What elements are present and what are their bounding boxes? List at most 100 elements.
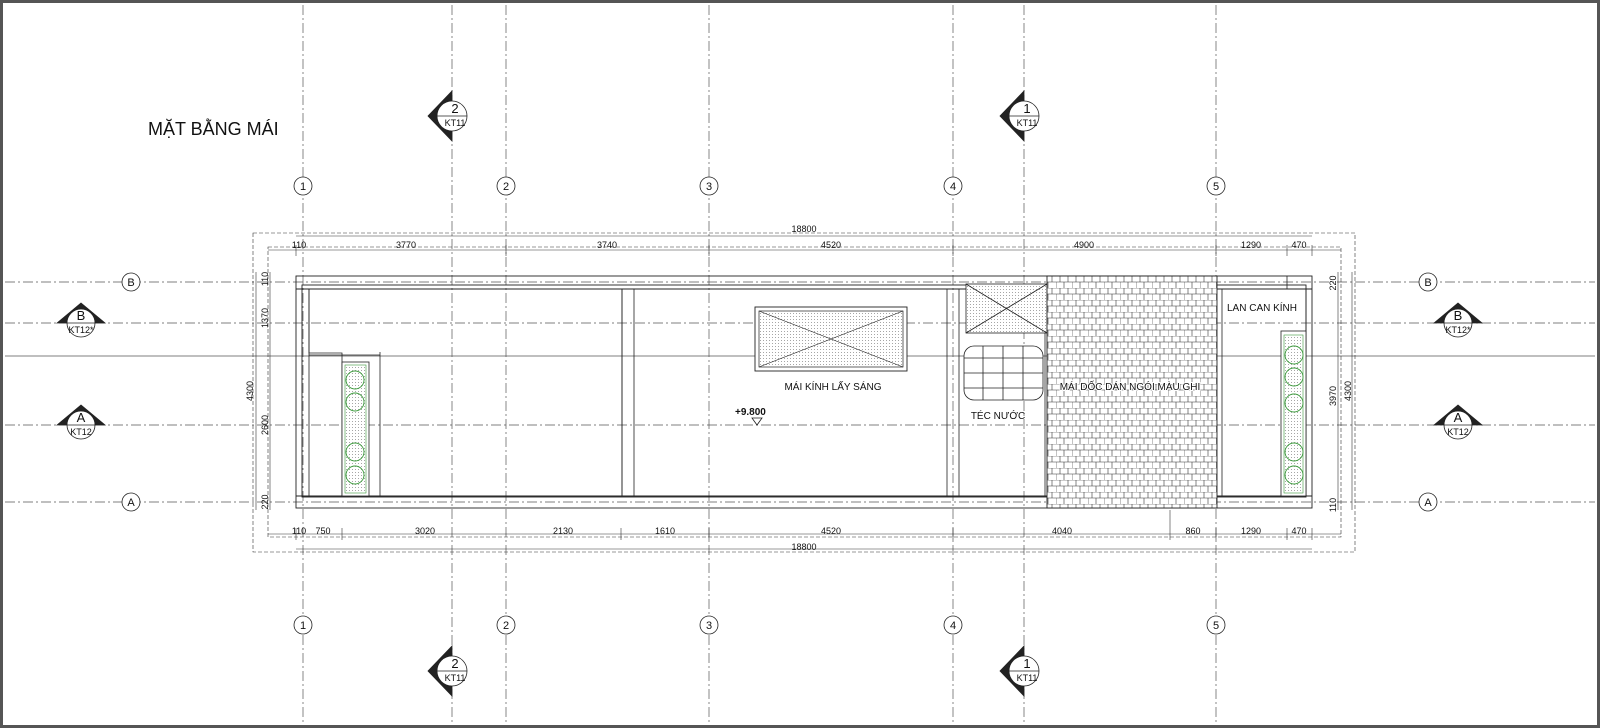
grid-bubbles-bottom: 1 2 3 4 5 bbox=[293, 615, 1226, 635]
section-number-1-top: 1 bbox=[1023, 101, 1030, 116]
dim-left-2: 2600 bbox=[260, 415, 270, 435]
dim-bottom-5: 4520 bbox=[821, 526, 841, 536]
elev-letter-B-left: B bbox=[77, 308, 86, 323]
skylight bbox=[754, 306, 908, 372]
dim-bottom-7: 860 bbox=[1185, 526, 1200, 536]
water-tank-label: TÉC NƯỚC bbox=[971, 409, 1025, 422]
water-tank-area bbox=[958, 283, 1048, 497]
dim-top-total: 18800 bbox=[791, 224, 816, 234]
dimension-frames bbox=[252, 232, 1356, 553]
grid-bubble-2-bottom bbox=[496, 615, 516, 635]
elev-sheet-A-right: KT12 bbox=[1447, 427, 1469, 437]
drawing-title: MẶT BẰNG MÁI bbox=[148, 118, 279, 139]
planter-right bbox=[1280, 330, 1307, 497]
dim-top-0: 110 bbox=[292, 240, 306, 250]
grid-bubble-B-left bbox=[121, 272, 141, 292]
dim-right-0: 220 bbox=[1328, 275, 1338, 290]
elevation-marker-texts: B KT12* A KT12 B KT12* A KT12 bbox=[68, 308, 1471, 437]
dim-right-1: 3970 bbox=[1328, 386, 1338, 406]
middle-room bbox=[621, 288, 948, 497]
dim-bottom-4: 1610 bbox=[655, 526, 675, 536]
section-markers bbox=[427, 90, 1040, 697]
grid-label-A-right: A bbox=[1424, 497, 1432, 509]
dim-left-0: 110 bbox=[260, 272, 270, 286]
grid-label-2-top: 2 bbox=[503, 181, 509, 193]
grid-bubble-5-bottom bbox=[1206, 615, 1226, 635]
grid-label-B-right: B bbox=[1424, 277, 1431, 289]
tile-roof bbox=[1046, 275, 1218, 509]
dim-left-3: 220 bbox=[260, 494, 270, 509]
elevation-markers bbox=[55, 302, 1484, 440]
grid-label-5-top: 5 bbox=[1213, 181, 1219, 193]
elevation-text: +9.800 bbox=[735, 407, 766, 418]
elev-letter-A-right: A bbox=[1454, 410, 1463, 425]
dim-right-2: 110 bbox=[1328, 498, 1338, 512]
grid-bubble-B-right bbox=[1418, 272, 1438, 292]
elevation-mark: +9.800 bbox=[735, 407, 766, 426]
grid-bubble-3-bottom bbox=[699, 615, 719, 635]
planter-left bbox=[341, 361, 370, 497]
section-sheet-2-bottom: KT11 bbox=[445, 673, 466, 683]
elev-letter-B-right: B bbox=[1454, 308, 1463, 323]
dimension-lines bbox=[255, 235, 1353, 550]
grid-bubble-1-top bbox=[293, 176, 313, 196]
grid-label-1-bottom: 1 bbox=[300, 620, 306, 632]
dimension-texts-bottom: 110 750 3020 2130 1610 4520 4040 860 129… bbox=[292, 526, 1307, 552]
grid-bubbles-top: 1 2 3 4 5 bbox=[293, 176, 1226, 196]
grid-label-5-bottom: 5 bbox=[1213, 620, 1219, 632]
grid-bubble-5-top bbox=[1206, 176, 1226, 196]
dim-bottom-1: 750 bbox=[315, 526, 330, 536]
grid-label-2-bottom: 2 bbox=[503, 620, 509, 632]
grid-bubble-3-top bbox=[699, 176, 719, 196]
grid-bubbles-rows: B B A A bbox=[121, 272, 1438, 512]
grid-bubble-2-top bbox=[496, 176, 516, 196]
section-number-1-bottom: 1 bbox=[1023, 656, 1030, 671]
section-marker-texts: 2 KT11 1 KT11 2 KT11 1 KT11 bbox=[445, 101, 1038, 683]
grid-label-3-top: 3 bbox=[706, 181, 712, 193]
section-number-2-bottom: 2 bbox=[451, 656, 458, 671]
skylight-label: MÁI KÍNH LẤY SÁNG bbox=[784, 380, 881, 393]
dim-top-5: 1290 bbox=[1241, 240, 1261, 250]
grid-label-3-bottom: 3 bbox=[706, 620, 712, 632]
dim-bottom-6: 4040 bbox=[1052, 526, 1072, 536]
dim-top-3: 4520 bbox=[821, 240, 841, 250]
dimension-texts-right: 220 3970 110 4300 bbox=[1328, 275, 1353, 512]
dimension-texts-left: 4300 110 1370 2600 220 bbox=[245, 272, 270, 510]
dimension-texts-top: 18800 110 3770 3740 4520 4900 1290 470 bbox=[292, 224, 1307, 250]
section-sheet-1-top: KT11 bbox=[1017, 118, 1038, 128]
dim-bottom-8: 1290 bbox=[1241, 526, 1261, 536]
grid-axes-vertical bbox=[302, 5, 1217, 723]
grid-label-4-top: 4 bbox=[950, 181, 956, 193]
section-sheet-1-bottom: KT11 bbox=[1017, 673, 1038, 683]
grid-bubble-A-left bbox=[121, 492, 141, 512]
grid-bubble-1-bottom bbox=[293, 615, 313, 635]
dim-top-6: 470 bbox=[1291, 240, 1306, 250]
elev-sheet-B-right: KT12* bbox=[1445, 325, 1471, 335]
grid-bubble-4-top bbox=[943, 176, 963, 196]
dim-left-total: 4300 bbox=[245, 381, 255, 401]
grid-bubble-4-bottom bbox=[943, 615, 963, 635]
dim-bottom-0: 110 bbox=[292, 526, 306, 536]
dim-top-1: 3770 bbox=[396, 240, 416, 250]
water-tank bbox=[963, 345, 1044, 401]
grid-label-1-top: 1 bbox=[300, 181, 306, 193]
dim-bottom-9: 470 bbox=[1291, 526, 1306, 536]
dim-left-1: 1370 bbox=[260, 308, 270, 328]
dim-right-total: 4300 bbox=[1343, 381, 1353, 401]
elev-sheet-A-left: KT12 bbox=[70, 427, 92, 437]
grid-label-4-bottom: 4 bbox=[950, 620, 956, 632]
grid-label-A-left: A bbox=[127, 497, 135, 509]
dim-top-4: 4900 bbox=[1074, 240, 1094, 250]
dim-top-2: 3740 bbox=[597, 240, 617, 250]
dim-bottom-total: 18800 bbox=[791, 542, 816, 552]
section-number-2-top: 2 bbox=[451, 101, 458, 116]
dim-bottom-3: 2130 bbox=[553, 526, 573, 536]
grid-bubble-A-right bbox=[1418, 492, 1438, 512]
elev-letter-A-left: A bbox=[77, 410, 86, 425]
section-sheet-2-top: KT11 bbox=[445, 118, 466, 128]
elev-sheet-B-left: KT12* bbox=[68, 325, 94, 335]
grid-label-B-left: B bbox=[127, 277, 134, 289]
railing-label: LAN CAN KÍNH bbox=[1227, 301, 1297, 314]
